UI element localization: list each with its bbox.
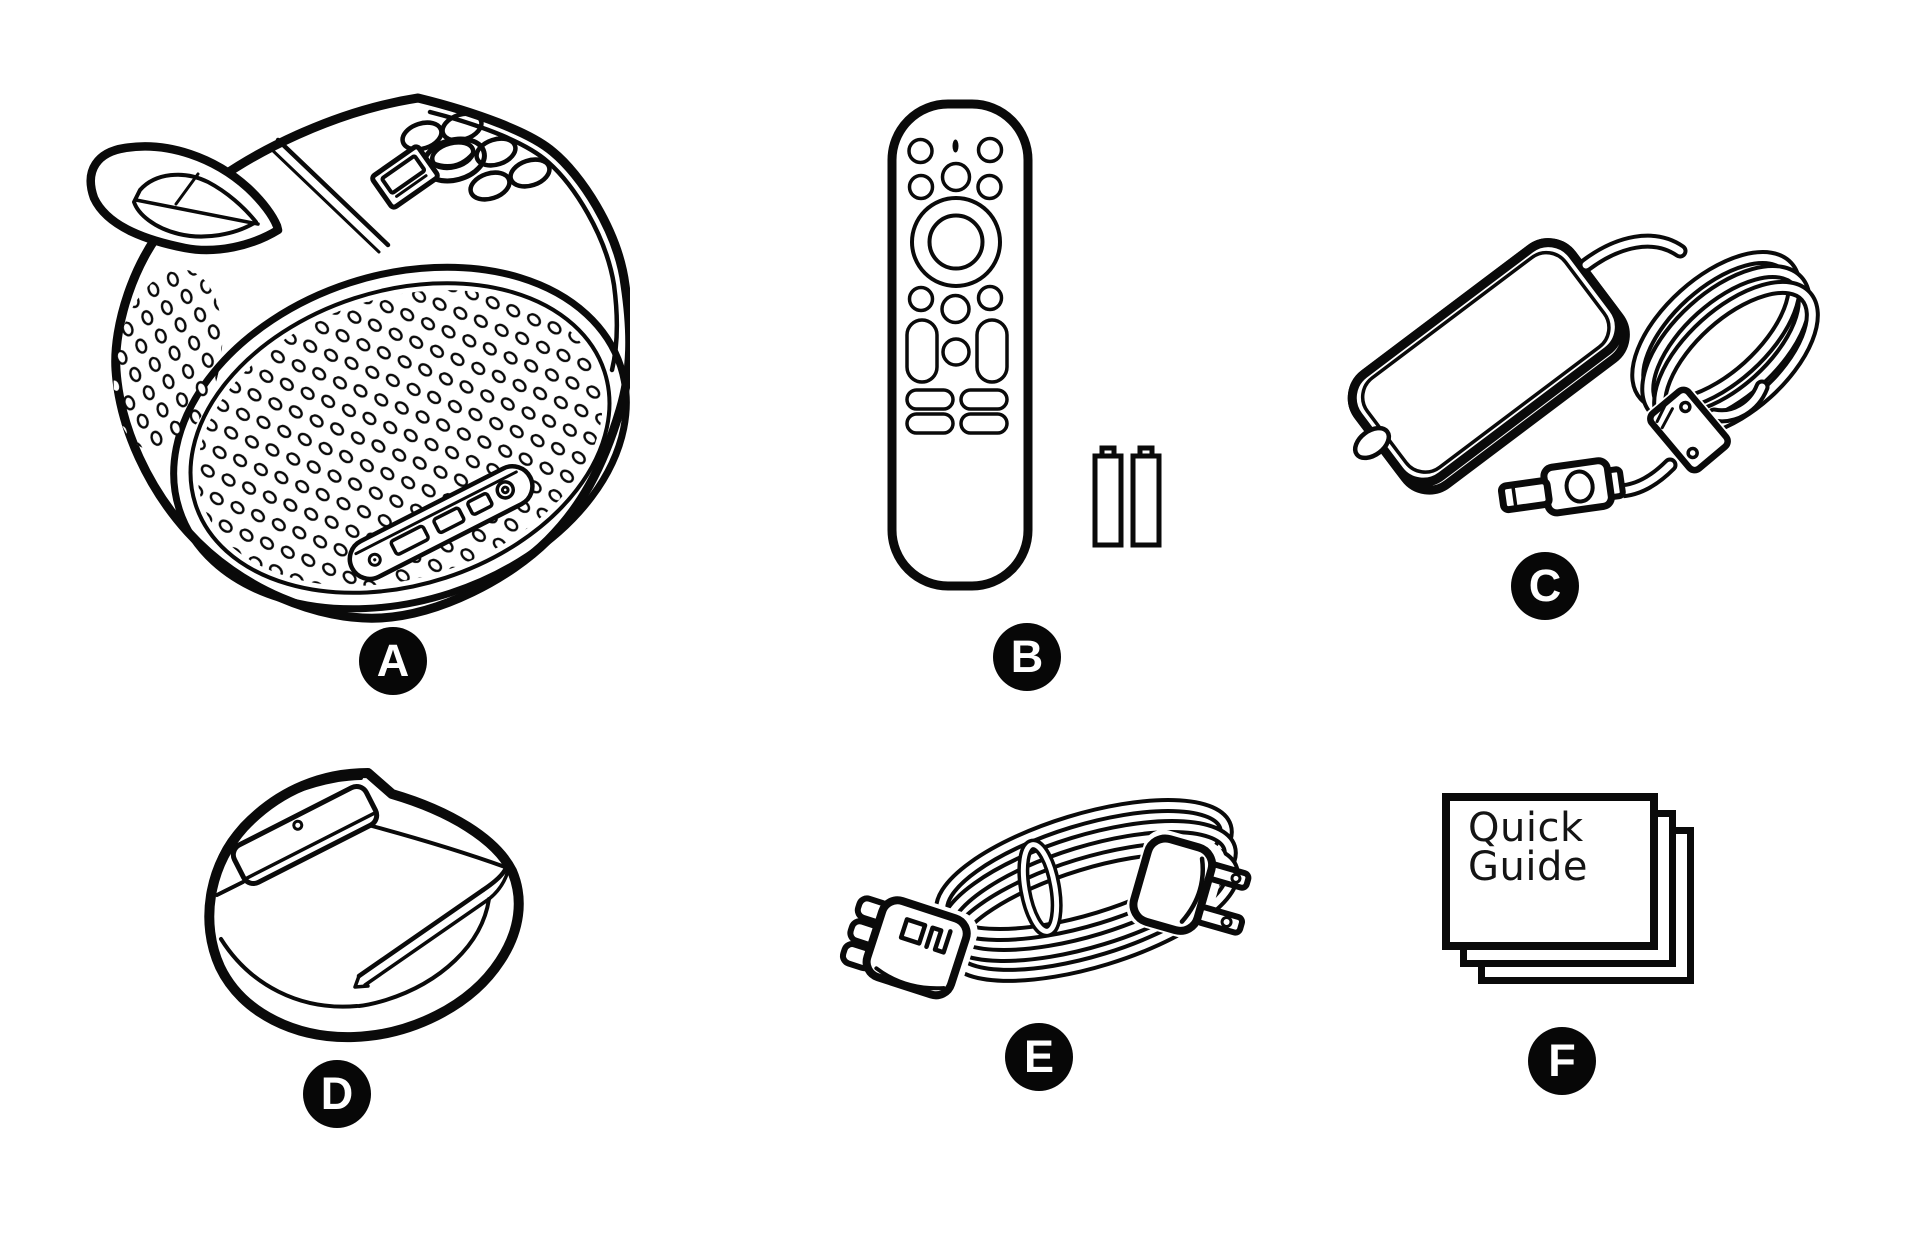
- quick-guide-title: Quick Guide: [1468, 805, 1588, 890]
- projector-illustration: [86, 93, 630, 623]
- item-label-b: B: [993, 623, 1061, 691]
- box-item-power-adapter: [1318, 203, 1838, 533]
- item-label-f: F: [1528, 1027, 1596, 1095]
- item-label-a: A: [359, 627, 427, 695]
- remote-control-illustration: [887, 99, 1033, 591]
- item-label-c: C: [1511, 552, 1579, 620]
- quick-guide-title-line1: Quick: [1468, 805, 1584, 851]
- item-label-d: D: [303, 1060, 371, 1128]
- box-item-quick-guide: Quick Guide: [1442, 793, 1742, 1023]
- power-cord-illustration: [839, 798, 1252, 1009]
- box-item-batteries: [1088, 440, 1168, 552]
- box-item-remote: [885, 88, 1035, 593]
- batteries-illustration: [1092, 445, 1162, 548]
- box-item-power-cord: [822, 788, 1252, 1028]
- item-label-e: E: [1005, 1023, 1073, 1091]
- quick-guide-front-sheet: Quick Guide: [1442, 793, 1658, 950]
- box-item-projector: [80, 70, 630, 626]
- dock-stand-illustration: [204, 768, 524, 1043]
- quick-guide-title-line2: Guide: [1468, 844, 1588, 890]
- power-adapter-illustration: [1347, 233, 1820, 528]
- box-item-dock: [198, 763, 538, 1053]
